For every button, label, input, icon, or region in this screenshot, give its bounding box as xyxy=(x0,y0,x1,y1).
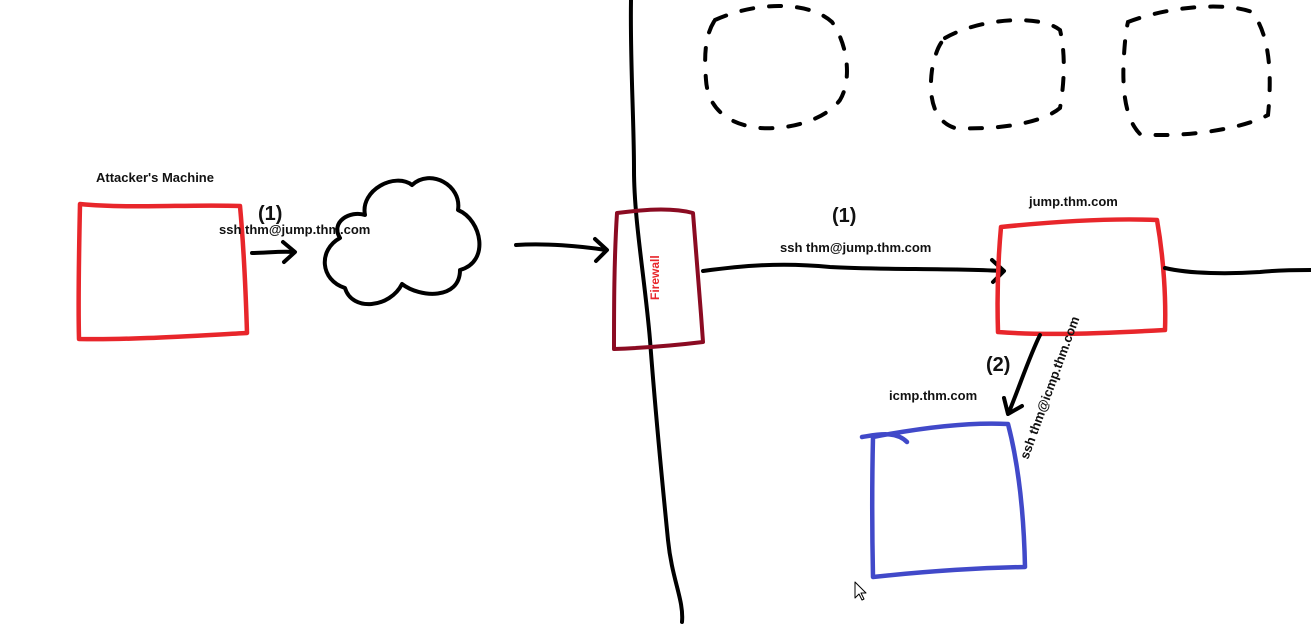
jump-host-label: jump.thm.com xyxy=(1028,194,1118,209)
mouse-pointer-icon xyxy=(854,581,867,601)
icmp-host-label: icmp.thm.com xyxy=(889,388,977,403)
jump-host-box xyxy=(995,217,1168,337)
arrow-cloud-to-firewall xyxy=(514,237,609,263)
network-boundary-line xyxy=(628,0,685,624)
jump-to-internal-network-line xyxy=(1163,266,1311,276)
arrow-firewall-to-jump xyxy=(701,258,1006,284)
attacker-machine-label: Attacker's Machine xyxy=(96,170,214,185)
ssh-jump-command-label-1: ssh thm@jump.thm.com xyxy=(219,222,370,237)
internal-host-outline-1 xyxy=(703,4,849,131)
internal-host-outline-3 xyxy=(1121,4,1272,138)
step-1-firewall-label: (1) xyxy=(832,205,856,227)
step-2-label: (2) xyxy=(986,354,1010,376)
firewall-box xyxy=(612,207,705,351)
firewall-label: Firewall xyxy=(648,255,662,300)
attacker-machine-box xyxy=(76,201,250,342)
internal-host-outline-2 xyxy=(928,18,1066,131)
step-1-attacker-label: (1) xyxy=(258,203,282,225)
ssh-icmp-command-label: ssh thm@icmp.thm.com xyxy=(1017,314,1083,461)
arrow-jump-to-icmp xyxy=(1002,333,1042,416)
arrow-attacker-to-cloud xyxy=(250,240,297,264)
icmp-host-box xyxy=(859,421,1028,580)
cloud-icon xyxy=(322,176,482,306)
ssh-jump-command-label-2: ssh thm@jump.thm.com xyxy=(780,240,931,255)
